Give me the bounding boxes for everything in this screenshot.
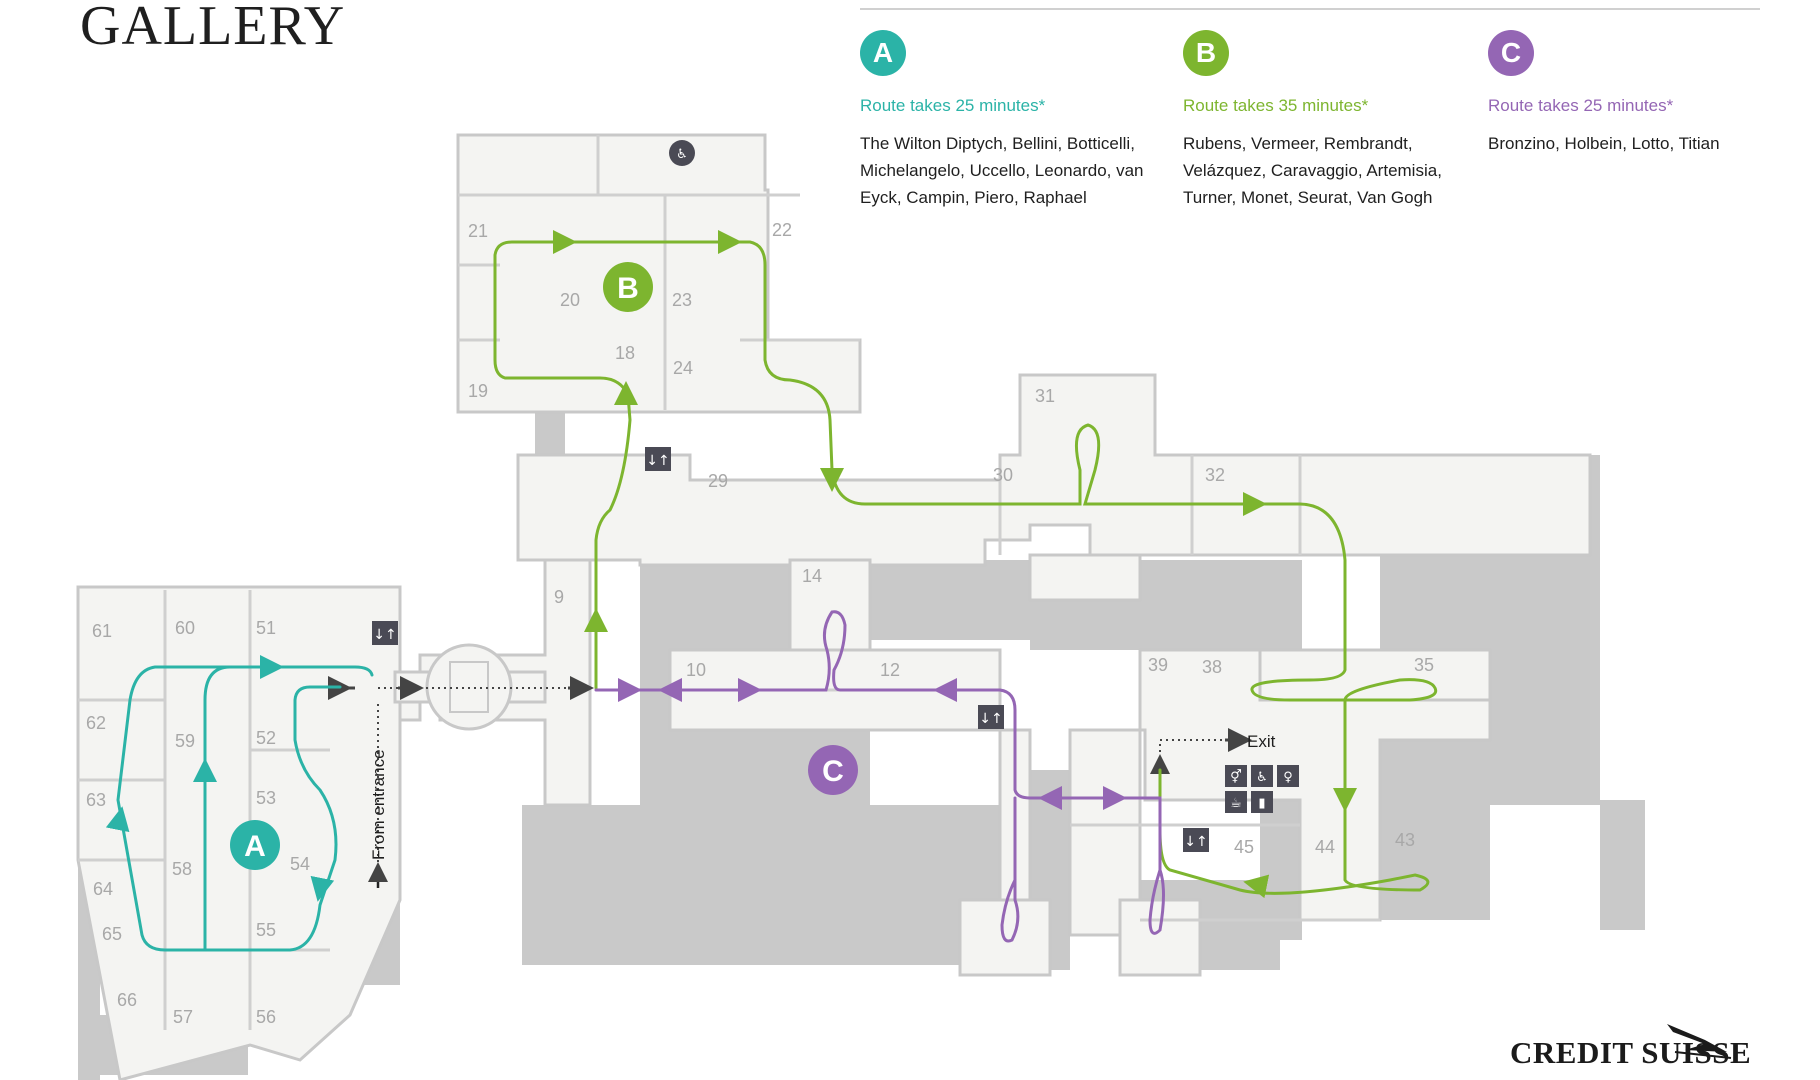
room-38: 38: [1202, 657, 1222, 677]
lift-icon: ↓↑: [372, 621, 398, 645]
room-31: 31: [1035, 386, 1055, 406]
route-b-legend: B Route takes 35 minutes* Rubens, Vermee…: [1183, 30, 1483, 211]
from-entrance-label: From entrance: [369, 749, 388, 860]
route-a-legend: A Route takes 25 minutes* The Wilton Dip…: [860, 30, 1160, 211]
svg-text:↓↑: ↓↑: [979, 711, 1002, 727]
room-61: 61: [92, 621, 112, 641]
room-14: 14: [802, 566, 822, 586]
facilities-icons: ⚥ ♿ ♀ ☕ ▮: [1225, 765, 1299, 813]
route-a-map-marker: [230, 820, 280, 870]
room-19: 19: [468, 381, 488, 401]
entrance-path: [328, 676, 594, 888]
sponsor-logo: CREDIT SUISSE: [1510, 1035, 1752, 1070]
room-12: 12: [880, 660, 900, 680]
route-c-time: Route takes 25 minutes*: [1488, 96, 1674, 115]
sail-icon: [1667, 1024, 1732, 1059]
room-22: 22: [772, 220, 792, 240]
room-9: 9: [554, 587, 564, 607]
room-65: 65: [102, 924, 122, 944]
accessible-icon: ♿: [669, 140, 695, 166]
room-55: 55: [256, 920, 276, 940]
room-18: 18: [615, 343, 635, 363]
route-b-path: [493, 230, 1438, 899]
room-21: 21: [468, 221, 488, 241]
legend-divider: [860, 8, 1760, 10]
room-39: 39: [1148, 655, 1168, 675]
room-20: 20: [560, 290, 580, 310]
route-c-map-letter: C: [822, 755, 844, 788]
room-45: 45: [1234, 837, 1254, 857]
room-24: 24: [673, 358, 693, 378]
route-a-map-letter: A: [244, 830, 266, 863]
route-b-badge: B: [1183, 30, 1229, 76]
room-59: 59: [175, 731, 195, 751]
route-b-map-letter: B: [617, 272, 639, 305]
accessible-toilet-icon: [1251, 765, 1273, 787]
room-52: 52: [256, 728, 276, 748]
route-c-legend: C Route takes 25 minutes* Bronzino, Holb…: [1488, 30, 1788, 157]
lift-icon: ↓↑: [978, 705, 1004, 729]
route-a-path: [105, 655, 374, 952]
route-c-badge: C: [1488, 30, 1534, 76]
svg-text:↓↑: ↓↑: [1184, 834, 1207, 850]
shop-icon: [1251, 791, 1273, 813]
room-29: 29: [708, 471, 728, 491]
room-23: 23: [672, 290, 692, 310]
toilets-icon: [1225, 765, 1247, 787]
svg-text:↓↑: ↓↑: [373, 627, 396, 643]
svg-text:⚥: ⚥: [1230, 769, 1242, 785]
route-a-time: Route takes 25 minutes*: [860, 96, 1046, 115]
room-66: 66: [117, 990, 137, 1010]
room-43: 43: [1395, 830, 1415, 850]
lift-icon: ↓↑: [1183, 828, 1209, 852]
room-32: 32: [1205, 465, 1225, 485]
room-57: 57: [173, 1007, 193, 1027]
room-64: 64: [93, 879, 113, 899]
room-58: 58: [172, 859, 192, 879]
exit-label: Exit: [1247, 732, 1276, 751]
page-title: GALLERY: [80, 0, 346, 57]
room-10: 10: [686, 660, 706, 680]
route-c-path: [594, 610, 1165, 943]
room-56: 56: [256, 1007, 276, 1027]
lift-icon: ↓↑: [645, 447, 671, 471]
room-63: 63: [86, 790, 106, 810]
room-54: 54: [290, 854, 310, 874]
room-60: 60: [175, 618, 195, 638]
cafe-icon: [1225, 791, 1247, 813]
baby-change-icon: [1277, 765, 1299, 787]
room-44: 44: [1315, 837, 1335, 857]
svg-text:↓↑: ↓↑: [646, 453, 669, 469]
route-b-map-marker: [603, 262, 653, 312]
svg-text:▮: ▮: [1258, 796, 1265, 811]
route-c-map-marker: [808, 745, 858, 795]
room-62: 62: [86, 713, 106, 733]
room-numbers: 61 60 51 62 59 52 63 53 58 54 64 65 55 6…: [86, 220, 1434, 1027]
room-30: 30: [993, 465, 1013, 485]
svg-text:♀: ♀: [1283, 770, 1293, 785]
room-53: 53: [256, 788, 276, 808]
route-b-artists: Rubens, Vermeer, Rembrandt, Velázquez, C…: [1183, 134, 1442, 207]
room-35: 35: [1414, 655, 1434, 675]
route-a-badge: A: [860, 30, 906, 76]
svg-text:☕: ☕: [1230, 796, 1242, 811]
svg-text:♿: ♿: [676, 147, 688, 162]
route-b-time: Route takes 35 minutes*: [1183, 96, 1369, 115]
svg-text:♿: ♿: [1256, 770, 1268, 785]
route-c-artists: Bronzino, Holbein, Lotto, Titian: [1488, 134, 1720, 153]
room-51: 51: [256, 618, 276, 638]
route-a-artists: The Wilton Diptych, Bellini, Botticelli,…: [860, 134, 1144, 207]
